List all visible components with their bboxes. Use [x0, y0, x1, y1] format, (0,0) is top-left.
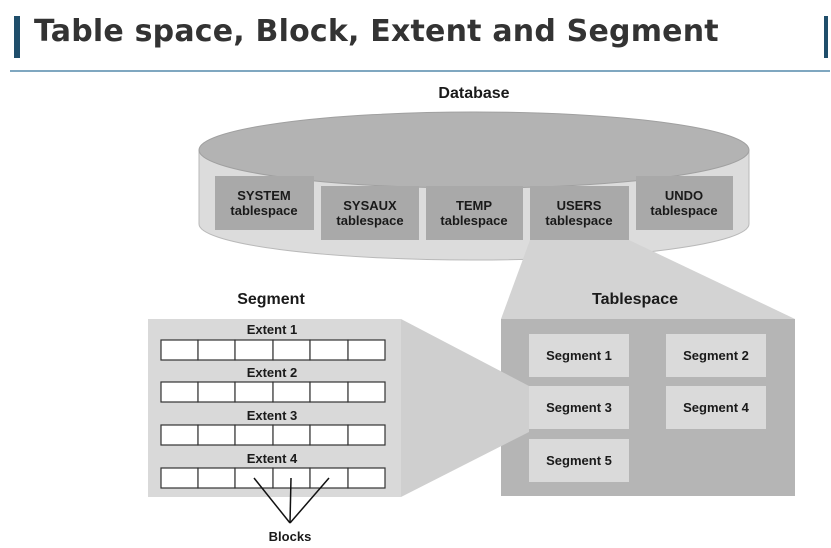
extent-2: Extent 2: [160, 365, 386, 403]
block: [160, 339, 199, 361]
block: [272, 424, 311, 446]
tablespace-name: UNDO: [665, 188, 703, 203]
block: [347, 339, 386, 361]
title-accent-bar: [14, 16, 20, 58]
block: [197, 339, 236, 361]
block: [234, 424, 274, 446]
extent-label: Extent 3: [247, 408, 298, 423]
tablespace-users: USERS tablespace: [530, 186, 629, 240]
segment-3: Segment 3: [529, 386, 629, 429]
tablespace-label: tablespace: [230, 203, 297, 218]
block: [160, 381, 199, 403]
block: [347, 381, 386, 403]
extent-label: Extent 4: [247, 451, 298, 466]
block: [309, 424, 349, 446]
segment-panel-label: Segment: [237, 291, 305, 308]
extent-1: Extent 1: [160, 322, 386, 361]
block: [272, 381, 311, 403]
segment-label: Segment 3: [546, 400, 612, 415]
segment-4: Segment 4: [666, 386, 766, 429]
extent-label: Extent 1: [247, 322, 298, 337]
tablespace-label: tablespace: [545, 213, 612, 228]
tablespace-name: SYSAUX: [343, 198, 397, 213]
block: [234, 339, 274, 361]
tablespace-name: USERS: [557, 198, 602, 213]
segment-1: Segment 1: [529, 334, 629, 377]
block: [197, 467, 236, 489]
tablespace-temp: TEMP tablespace: [426, 186, 523, 240]
extent-label: Extent 2: [247, 365, 298, 380]
title-bar: Table space, Block, Extent and Segment: [0, 0, 831, 74]
title-accent-bar-right: [824, 16, 828, 58]
block: [272, 339, 311, 361]
tablespace-label: tablespace: [650, 203, 717, 218]
segment-zoom-projection: [401, 319, 529, 497]
block: [197, 424, 236, 446]
blocks-pointer-lines: [253, 477, 330, 524]
segment-label: Segment 1: [546, 348, 612, 363]
block: [347, 467, 386, 489]
block: [160, 467, 199, 489]
title-divider: [10, 70, 830, 72]
segment-2: Segment 2: [666, 334, 766, 377]
block: [309, 339, 349, 361]
block: [160, 424, 199, 446]
blocks-label: Blocks: [269, 529, 312, 544]
tablespace-system: SYSTEM tablespace: [215, 176, 314, 230]
tablespace-label: tablespace: [440, 213, 507, 228]
page-title: Table space, Block, Extent and Segment: [34, 14, 719, 49]
segment-5: Segment 5: [529, 439, 629, 482]
database-label: Database: [438, 85, 509, 102]
tablespace-panel-label: Tablespace: [592, 291, 678, 308]
tablespace-sysaux: SYSAUX tablespace: [321, 186, 419, 240]
users-zoom-projection: [501, 240, 795, 319]
segment-label: Segment 2: [683, 348, 749, 363]
block: [309, 381, 349, 403]
tablespace-name: TEMP: [456, 198, 492, 213]
tablespace-undo: UNDO tablespace: [636, 176, 733, 230]
block: [197, 381, 236, 403]
block: [347, 424, 386, 446]
segment-label: Segment 5: [546, 453, 612, 468]
tablespace-label: tablespace: [336, 213, 403, 228]
segment-label: Segment 4: [683, 400, 750, 415]
extent-3: Extent 3: [160, 408, 386, 446]
block: [234, 381, 274, 403]
tablespace-name: SYSTEM: [237, 188, 290, 203]
